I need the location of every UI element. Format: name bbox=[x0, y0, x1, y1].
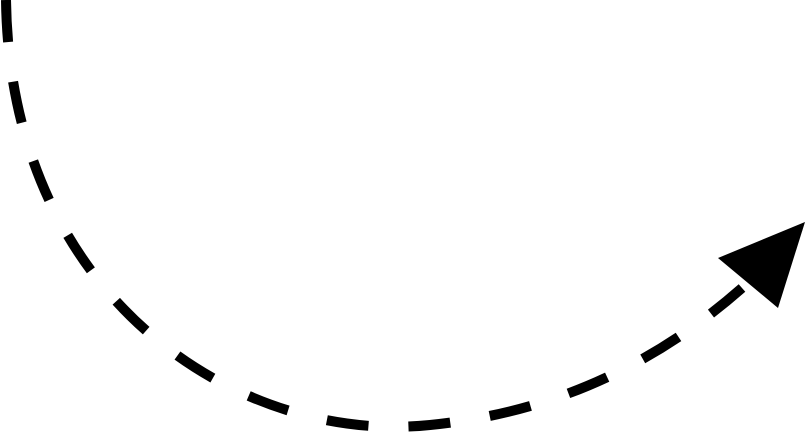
arrow-dashed-shaft bbox=[1, 0, 746, 432]
arrowhead-icon bbox=[718, 222, 805, 308]
